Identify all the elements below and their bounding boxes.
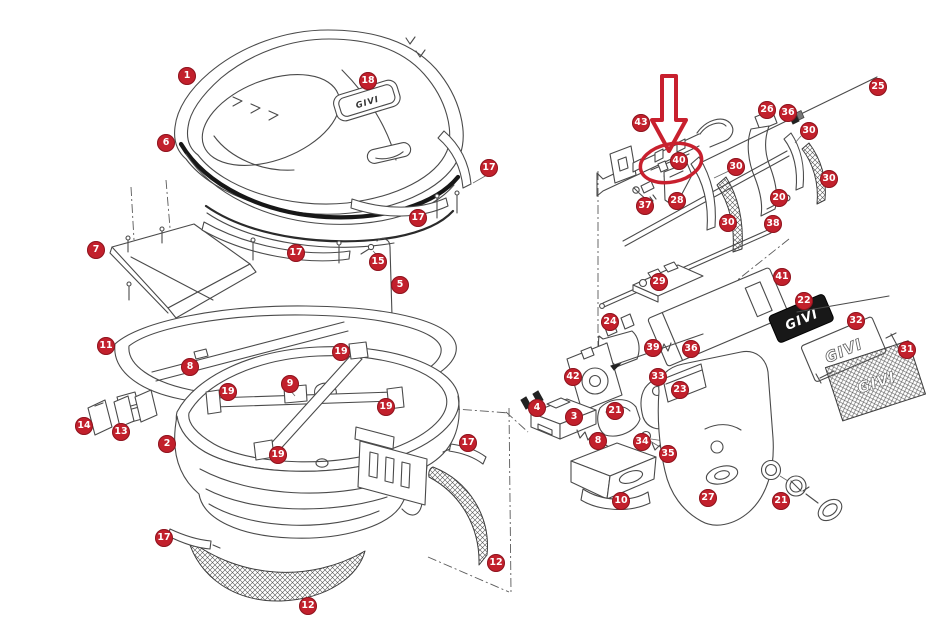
part-callout-17: 17 [459,434,477,452]
part-callout-30: 30 [719,214,737,232]
latch-part-29 [632,261,704,303]
part-callout-8: 8 [589,432,607,450]
part-callout-34: 34 [633,433,651,451]
part-callout-42: 42 [564,368,582,386]
part-callout-17: 17 [409,209,427,227]
part-callout-10: 10 [612,492,630,510]
part-callout-5: 5 [391,276,409,294]
lock-plate-part-42 [566,342,623,412]
part-callout-2: 2 [158,435,176,453]
part-callout-31: 31 [898,341,916,359]
part-callout-17: 17 [480,159,498,177]
part-callout-25: 25 [869,78,887,96]
screw-part-15 [367,243,375,251]
part-callout-37: 37 [636,197,654,215]
part-callout-22: 22 [795,292,813,310]
part-callout-36: 36 [682,340,700,358]
lid-handle-slot [366,142,412,164]
part-callout-30: 30 [727,158,745,176]
highlight-arrow [650,74,688,153]
part-callout-12: 12 [487,554,505,572]
part-callout-30: 30 [800,122,818,140]
part-callout-41: 41 [773,268,791,286]
front-reflector-part-12 [167,528,366,602]
lock-cylinder-part-21 [760,459,807,497]
part-callout-23: 23 [671,381,689,399]
part-callout-38: 38 [764,215,782,233]
part-callout-30: 30 [820,170,838,188]
part-callout-19: 19 [332,343,350,361]
part-callout-1: 1 [178,67,196,85]
side-reflector-part-12 [428,443,488,566]
part-callout-7: 7 [87,241,105,259]
highlight-marker [638,74,704,185]
part-callout-11: 11 [97,337,115,355]
part-callout-17: 17 [287,244,305,262]
highlight-ellipse [638,141,704,185]
part-callout-27: 27 [699,489,717,507]
part-callout-20: 20 [770,189,788,207]
part-callout-19: 19 [377,398,395,416]
part-callout-21: 21 [772,492,790,510]
part-callout-32: 32 [847,312,865,330]
part-callout-3: 3 [565,408,583,426]
lid-badge-part-18: GIVI [333,79,401,122]
part-callout-19: 19 [269,446,287,464]
base-bucket-part-2 [174,346,460,539]
part-callout-36: 36 [779,104,797,122]
projection-lines-left [130,179,512,593]
part-callout-28: 28 [668,192,686,210]
part-callout-17: 17 [155,529,173,547]
part-callout-13: 13 [112,423,130,441]
rod-part-38 [599,228,772,309]
part-callout-4: 4 [528,399,546,417]
part-callout-26: 26 [758,101,776,119]
part-callout-6: 6 [157,134,175,152]
key [802,486,843,522]
part-callout-18: 18 [359,72,377,90]
part-callout-40: 40 [670,152,688,170]
part-callout-8: 8 [181,358,199,376]
part-callout-12: 12 [299,597,317,615]
part-callout-15: 15 [369,253,387,271]
part-callout-24: 24 [601,313,619,331]
part-callout-33: 33 [649,368,667,386]
part-callout-43: 43 [632,114,650,132]
part-callout-21: 21 [606,402,624,420]
lid-part-1: GIVI [174,29,464,215]
part-callout-39: 39 [644,339,662,357]
part-callout-14: 14 [75,417,93,435]
part-callout-19: 19 [219,383,237,401]
pads-part-30 [690,132,826,253]
part-callout-29: 29 [650,273,668,291]
part-callout-35: 35 [659,445,677,463]
tray-part-7 [109,223,257,319]
clips-part-14-13 [87,389,158,436]
reflector-part-31: GIVI [815,332,926,422]
part-callout-9: 9 [281,375,299,393]
